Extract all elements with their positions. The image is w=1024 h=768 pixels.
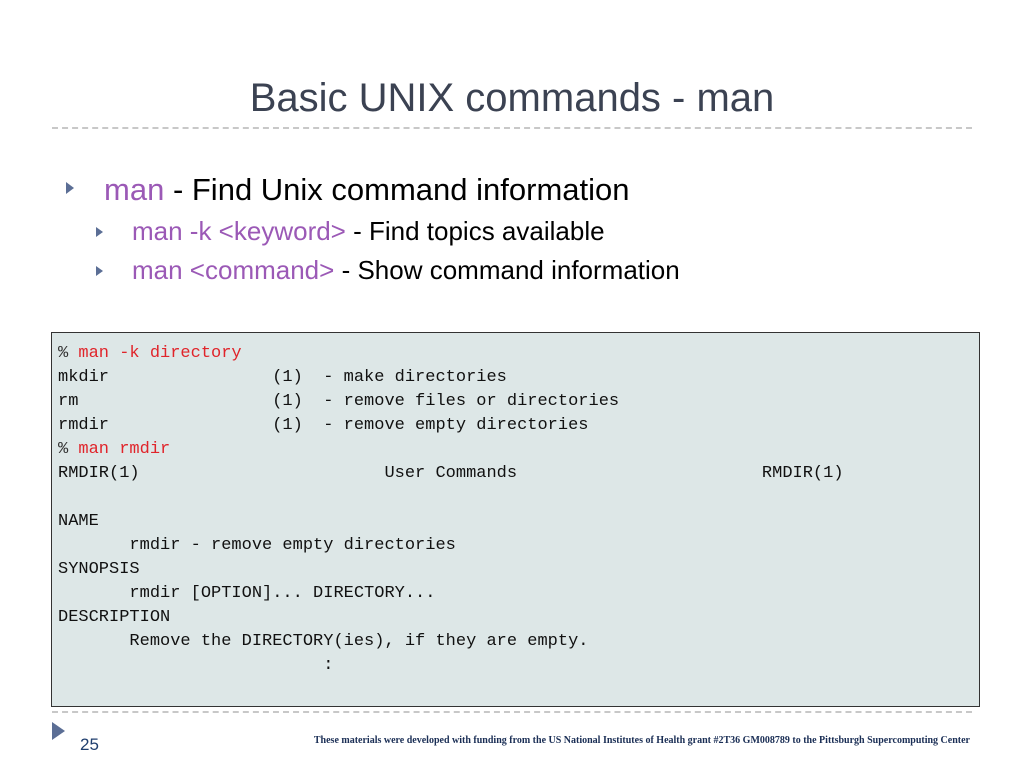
man-section-text: Remove the DIRECTORY(ies), if they are e… xyxy=(58,632,589,651)
terminal-command: man -k directory xyxy=(78,344,242,363)
bullet-man-command: man <command> - Show command information xyxy=(132,255,680,286)
slide-title: Basic UNIX commands - man xyxy=(249,76,775,120)
man-section-text: rmdir [OPTION]... DIRECTORY... xyxy=(58,584,436,603)
bullet-description: - Show command information xyxy=(341,255,680,285)
bullet-triangle-icon xyxy=(66,182,74,194)
man-page-header: RMDIR(1) User Commands RMDIR(1) xyxy=(58,464,844,483)
terminal-prompt: % xyxy=(58,440,69,459)
terminal-prompt: % xyxy=(58,344,69,363)
funding-credit: These materials were developed with fund… xyxy=(313,735,970,746)
terminal-output-line: mkdir (1) - make directories xyxy=(58,368,507,387)
bullet-man: man - Find Unix command information xyxy=(104,172,630,208)
bullet-man-k: man -k <keyword> - Find topics available xyxy=(132,216,605,247)
bullet-description: - Find Unix command information xyxy=(172,172,630,207)
man-section-heading: DESCRIPTION xyxy=(58,608,171,627)
man-section-text: rmdir - remove empty directories xyxy=(58,536,456,555)
man-section-heading: NAME xyxy=(58,512,99,531)
terminal-output-line: rmdir (1) - remove empty directories xyxy=(58,416,589,435)
bullet-command: man <command> xyxy=(132,255,335,285)
bullet-description: - Find topics available xyxy=(353,216,605,246)
pager-prompt: : xyxy=(58,656,334,675)
terminal-box: % man -k directory mkdir (1) - make dire… xyxy=(51,332,980,707)
terminal-command-line: % man -k directory xyxy=(58,344,242,363)
man-section-heading: SYNOPSIS xyxy=(58,560,140,579)
sub-bullet-triangle-icon xyxy=(96,227,103,237)
sub-bullet-triangle-icon xyxy=(96,266,103,276)
terminal-command: man rmdir xyxy=(78,440,171,459)
footer-triangle-icon xyxy=(52,722,65,740)
terminal-output-line: rm (1) - remove files or directories xyxy=(58,392,620,411)
page-number: 25 xyxy=(80,735,99,754)
terminal-command-line: % man rmdir xyxy=(58,440,170,459)
bullet-command: man xyxy=(104,172,165,207)
footer-divider xyxy=(52,711,972,713)
bullet-command: man -k <keyword> xyxy=(132,216,346,246)
title-divider xyxy=(52,127,972,129)
